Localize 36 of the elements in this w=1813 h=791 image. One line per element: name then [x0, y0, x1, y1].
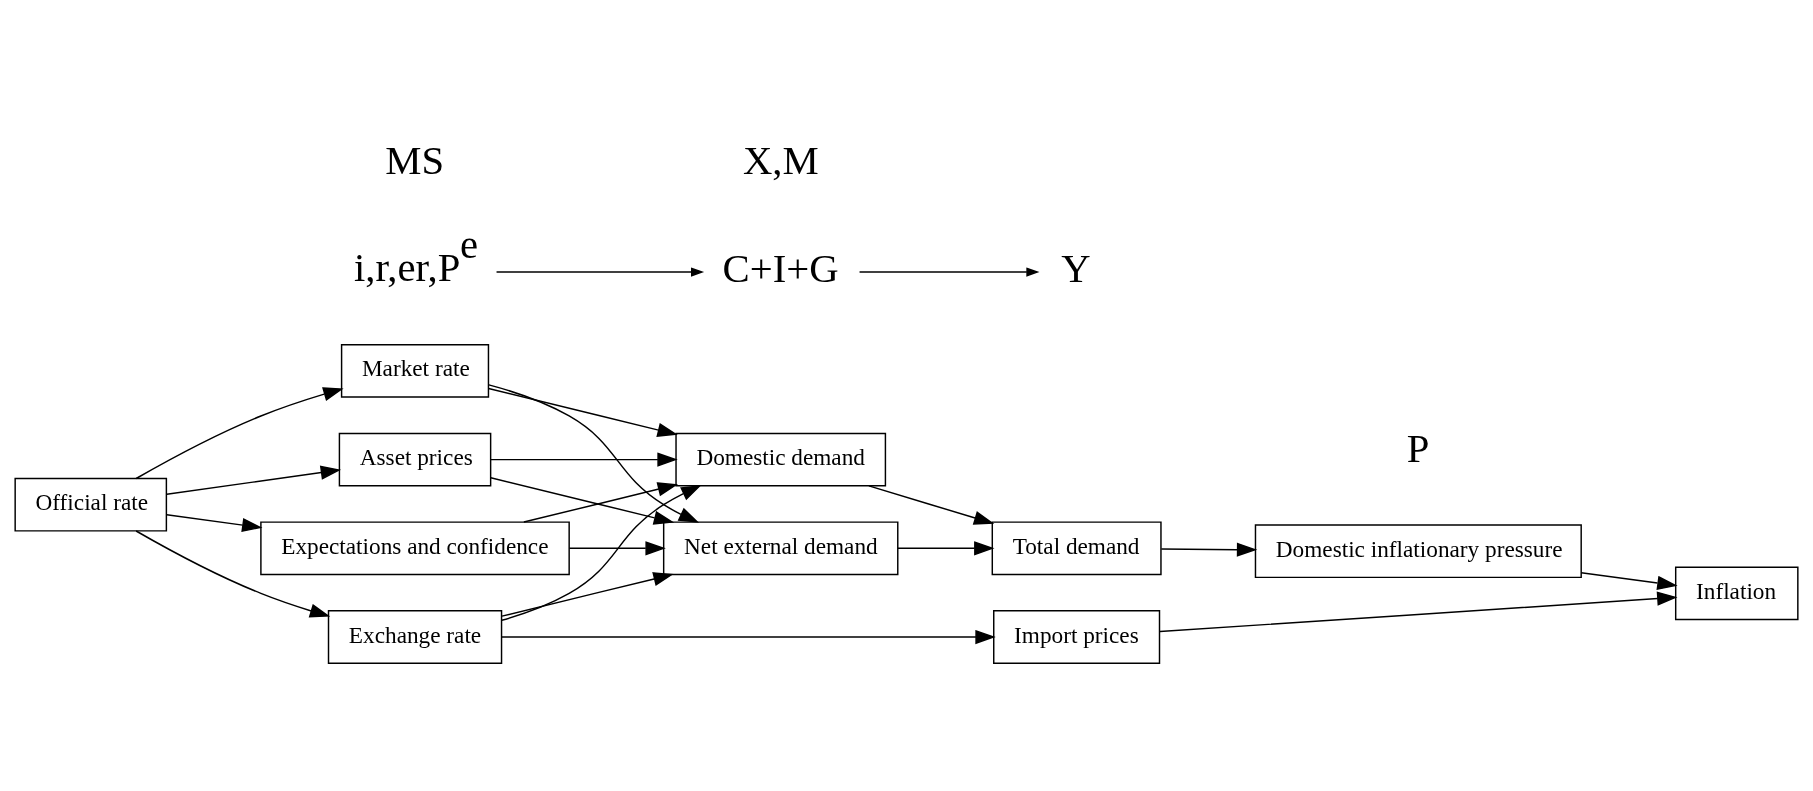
arrow	[487, 387, 678, 437]
arrow	[897, 540, 995, 555]
label: P	[1406, 425, 1430, 471]
node-box: Asset prices	[338, 432, 492, 486]
node-box: Exchange rate	[327, 609, 503, 664]
node-box: Domestic demand	[675, 432, 887, 486]
arrow	[858, 266, 1040, 277]
arrow	[490, 452, 678, 467]
arrow	[1580, 571, 1678, 590]
arrow	[166, 513, 263, 532]
label: X,M	[742, 137, 819, 183]
node-box: Inflation	[1674, 566, 1799, 620]
arrow	[868, 484, 995, 525]
node-box: Official rate	[14, 477, 168, 532]
arrow	[1159, 590, 1678, 632]
node-text: Y	[1061, 245, 1091, 291]
node-box: Domestic inflationary pressure	[1254, 523, 1582, 578]
node-box: Total demand	[991, 520, 1162, 575]
arrow	[135, 386, 344, 479]
node-text: C+I+G	[722, 245, 839, 291]
node-box: Import prices	[993, 609, 1161, 664]
arrow	[501, 629, 996, 644]
node-box: Net external demand	[662, 520, 899, 575]
arrow	[490, 476, 675, 525]
node-box: Expectations and confidence	[260, 520, 570, 575]
label: MS	[385, 137, 445, 183]
arrow	[135, 529, 331, 618]
arrow	[523, 481, 679, 523]
arrow	[501, 484, 702, 621]
arrow	[488, 383, 700, 523]
arrow	[166, 465, 342, 495]
arrow	[501, 571, 674, 617]
arrow	[568, 540, 666, 555]
arrow	[495, 266, 705, 277]
arrow	[1160, 542, 1258, 557]
node-box: Market rate	[340, 343, 490, 398]
